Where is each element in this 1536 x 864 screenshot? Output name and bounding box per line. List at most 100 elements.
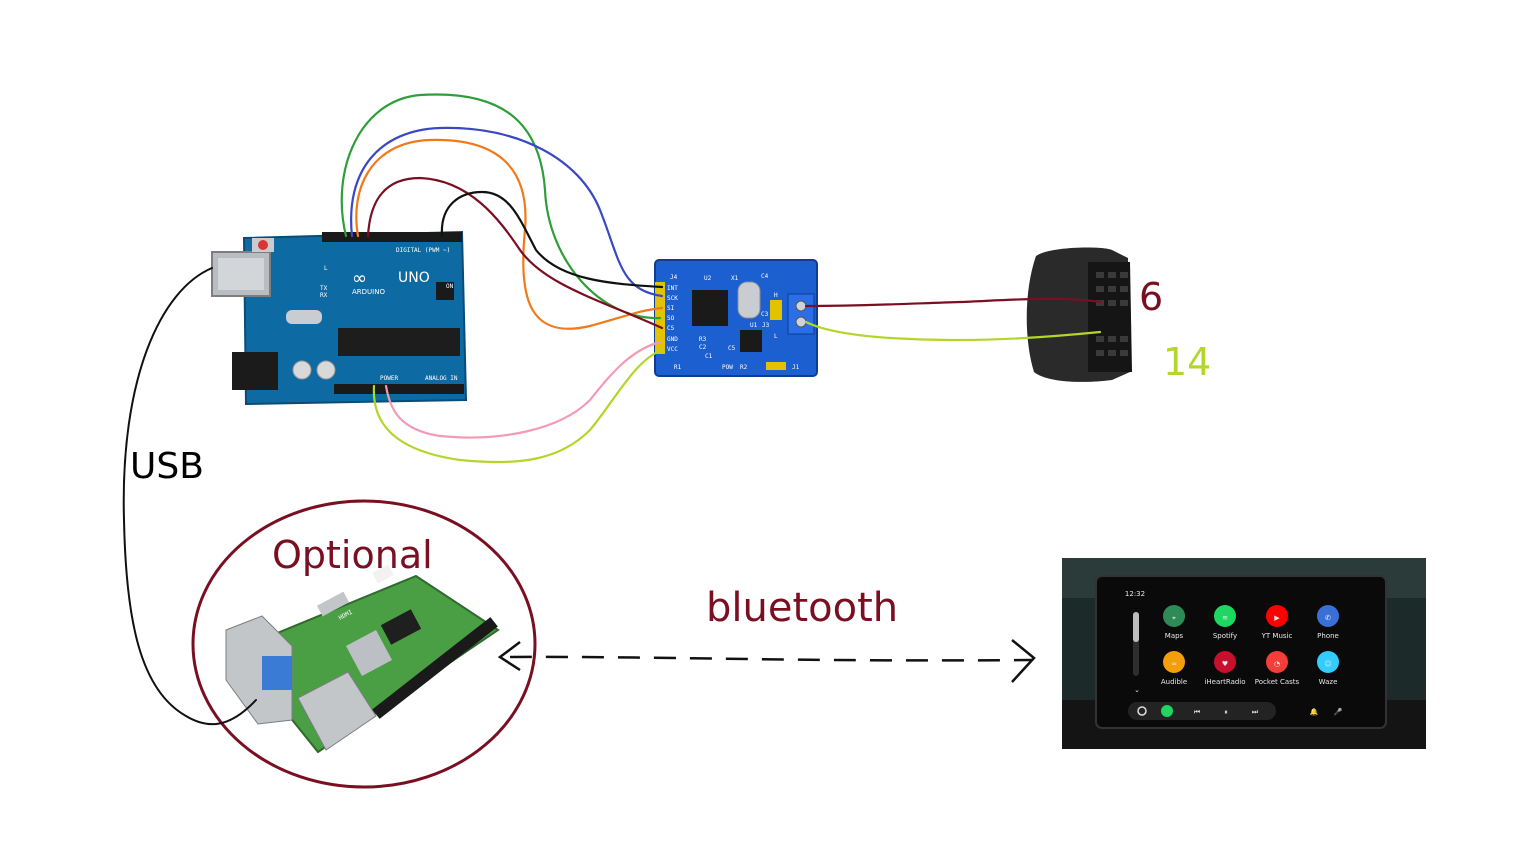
aa-maps-icon: ⌖ (1172, 614, 1176, 622)
optional-label: Optional (272, 533, 433, 577)
aa-app-label: YT Music (1261, 632, 1293, 640)
bluetooth-label: bluetooth (706, 585, 899, 631)
aa-home-icon (1137, 706, 1147, 716)
can-u1-label: U1 (750, 322, 758, 329)
pi-ethernet-port (297, 671, 377, 751)
wire-pink (384, 340, 662, 439)
can-pin-gnd: GND (667, 336, 678, 343)
obd2-connector (1026, 247, 1132, 382)
aa-app-phone: ✆ Phone (1317, 605, 1339, 640)
aa-pause-icon: ⏸ (1224, 708, 1228, 716)
arduino-digital-label: DIGITAL (PWM ~) (396, 247, 450, 254)
aa-app-label: Pocket Casts (1255, 678, 1300, 686)
aa-prev-icon: ⏮ (1194, 708, 1200, 716)
obd-pin-14-label: 14 (1163, 340, 1212, 384)
aa-app-spotify: ≋ Spotify (1213, 605, 1237, 640)
aa-app-waze: ☺ Waze (1317, 651, 1339, 686)
can-pin-vcc: VCC (667, 346, 678, 353)
aa-waze-icon: ☺ (1324, 660, 1331, 668)
can-r3-label: R3 (699, 336, 707, 343)
can-pin-si: SI (667, 305, 675, 312)
optional-circle (191, 499, 537, 789)
wire-green (340, 93, 662, 320)
pi-usb-ports (225, 615, 293, 725)
aa-spotify-icon: ≋ (1222, 614, 1228, 622)
wire-lime (372, 348, 664, 464)
android-auto-head-unit: 12:32 ⌄ ⌖ Maps ≋ Spotify ▶ YT Music ✆ Ph… (1062, 558, 1426, 749)
wire-orange (355, 138, 664, 330)
arduino-power-label: POWER (380, 375, 398, 382)
aa-iheartradio-icon: ♥ (1222, 660, 1228, 668)
arduino-on-label: ON (446, 283, 454, 290)
bluetooth-link (497, 639, 1036, 683)
aa-app-label: Maps (1165, 632, 1184, 640)
can-pow-label: POW (722, 364, 733, 371)
can-pin-cs: CS (667, 325, 675, 332)
aa-chevron-down-icon: ⌄ (1134, 686, 1140, 694)
aa-app-ytmusic: ▶ YT Music (1261, 605, 1293, 640)
aa-bell-icon: 🔔 (1310, 707, 1319, 716)
aa-phone-icon: ✆ (1325, 614, 1331, 622)
obd-pin-6-label: 6 (1139, 275, 1164, 319)
can-module-board: J4 INT SCK SI SO CS GND VCC U2 X1 C4 C3 … (654, 259, 818, 377)
arduino-digital-header (322, 232, 462, 242)
arduino-power-header (334, 384, 464, 394)
can-crystal (737, 281, 761, 319)
can-pin-so: SO (667, 315, 675, 322)
aa-spotify-small-icon (1161, 705, 1173, 717)
wire-maroon (366, 176, 664, 330)
arduino-model-label: UNO (398, 270, 430, 286)
arduino-brand-label: ARDUINO (352, 288, 385, 296)
can-r1-label: R1 (674, 364, 682, 371)
can-chip-u2 (692, 290, 728, 326)
aa-app-label: Spotify (1213, 632, 1237, 640)
can-j1-label: J1 (792, 364, 800, 371)
aa-next-icon: ⏭ (1252, 708, 1259, 716)
wires (122, 93, 1102, 726)
bluetooth-arrow-right-icon (1011, 639, 1036, 683)
aa-ytmusic-icon: ▶ (1274, 614, 1280, 622)
can-x1-label: X1 (731, 275, 739, 282)
pi-soc-chip (346, 630, 392, 676)
aa-app-pocketcasts: ◔ Pocket Casts (1255, 651, 1300, 686)
arduino-uno-board: UNO ARDUINO ∞ DIGITAL (PWM ~) POWER ANAL… (211, 230, 468, 406)
arduino-tx-label: TX (320, 285, 328, 292)
can-c2-label: C2 (699, 344, 707, 351)
can-c4-label: C4 (761, 273, 769, 280)
aa-app-label: iHeartRadio (1204, 678, 1245, 686)
aa-app-iheartradio: ♥ iHeartRadio (1204, 651, 1246, 686)
wire-can-high (804, 297, 1102, 308)
arduino-atmega-chip (338, 328, 460, 356)
can-r2-label: R2 (740, 364, 748, 371)
arduino-power-jack (232, 352, 278, 390)
can-l-label: L (774, 333, 778, 340)
arduino-l-label: L (324, 265, 328, 272)
pi-gpio-header (372, 617, 498, 719)
wire-black (440, 190, 664, 289)
can-h-label: H (774, 292, 778, 299)
aa-app-label: Audible (1161, 678, 1187, 686)
aa-pocketcasts-icon: ◔ (1274, 660, 1280, 668)
arduino-analog-label: ANALOG IN (425, 375, 458, 382)
can-c1-label: C1 (705, 353, 713, 360)
can-j4-label: J4 (670, 274, 678, 281)
aa-audible-icon: ≈ (1171, 660, 1177, 668)
aa-app-audible: ≈ Audible (1161, 651, 1187, 686)
wire-blue (350, 126, 664, 298)
bluetooth-arrow-left-icon (497, 641, 521, 672)
can-c3-label: C3 (761, 311, 769, 318)
raspberry-pi-board: HDMI (225, 564, 500, 754)
can-c5-label: C5 (728, 345, 736, 352)
can-chip-u1 (740, 330, 762, 352)
can-pin-sck: SCK (667, 295, 678, 302)
wire-usb (122, 267, 257, 726)
aa-app-maps: ⌖ Maps (1163, 605, 1185, 640)
aa-time: 12:32 (1125, 590, 1145, 598)
aa-app-label: Waze (1319, 678, 1338, 686)
aa-app-label: Phone (1317, 632, 1339, 640)
aa-mic-icon: 🎤 (1334, 707, 1343, 716)
can-screw-terminal (787, 293, 815, 335)
arduino-infinity-icon: ∞ (352, 268, 367, 289)
can-u2-label: U2 (704, 275, 712, 282)
